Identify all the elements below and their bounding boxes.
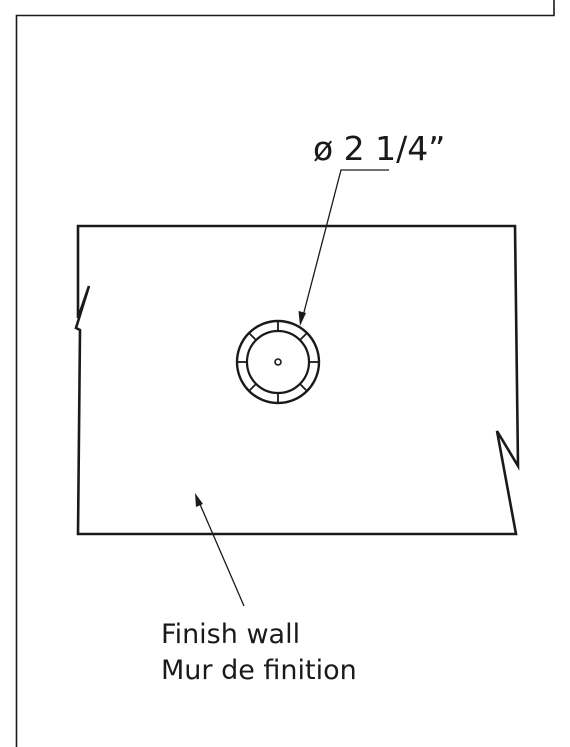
dimension-leader-line	[302, 169, 389, 317]
pipe-center-dot	[274, 358, 282, 366]
finish-wall-outline	[74, 224, 520, 536]
dimension-label: ø 2 1/4”	[313, 129, 445, 168]
page-frame	[15, 0, 555, 747]
wall-label-leader-line	[198, 501, 245, 607]
dimension-arrowhead	[298, 311, 306, 326]
wall-label-arrowhead	[195, 493, 203, 507]
pipe-opening-inner-ring	[245, 329, 311, 395]
pipe-opening-ribs	[237, 321, 319, 403]
wall-label-french: Mur de finition	[161, 655, 357, 686]
wall-label-english: Finish wall	[161, 619, 300, 650]
